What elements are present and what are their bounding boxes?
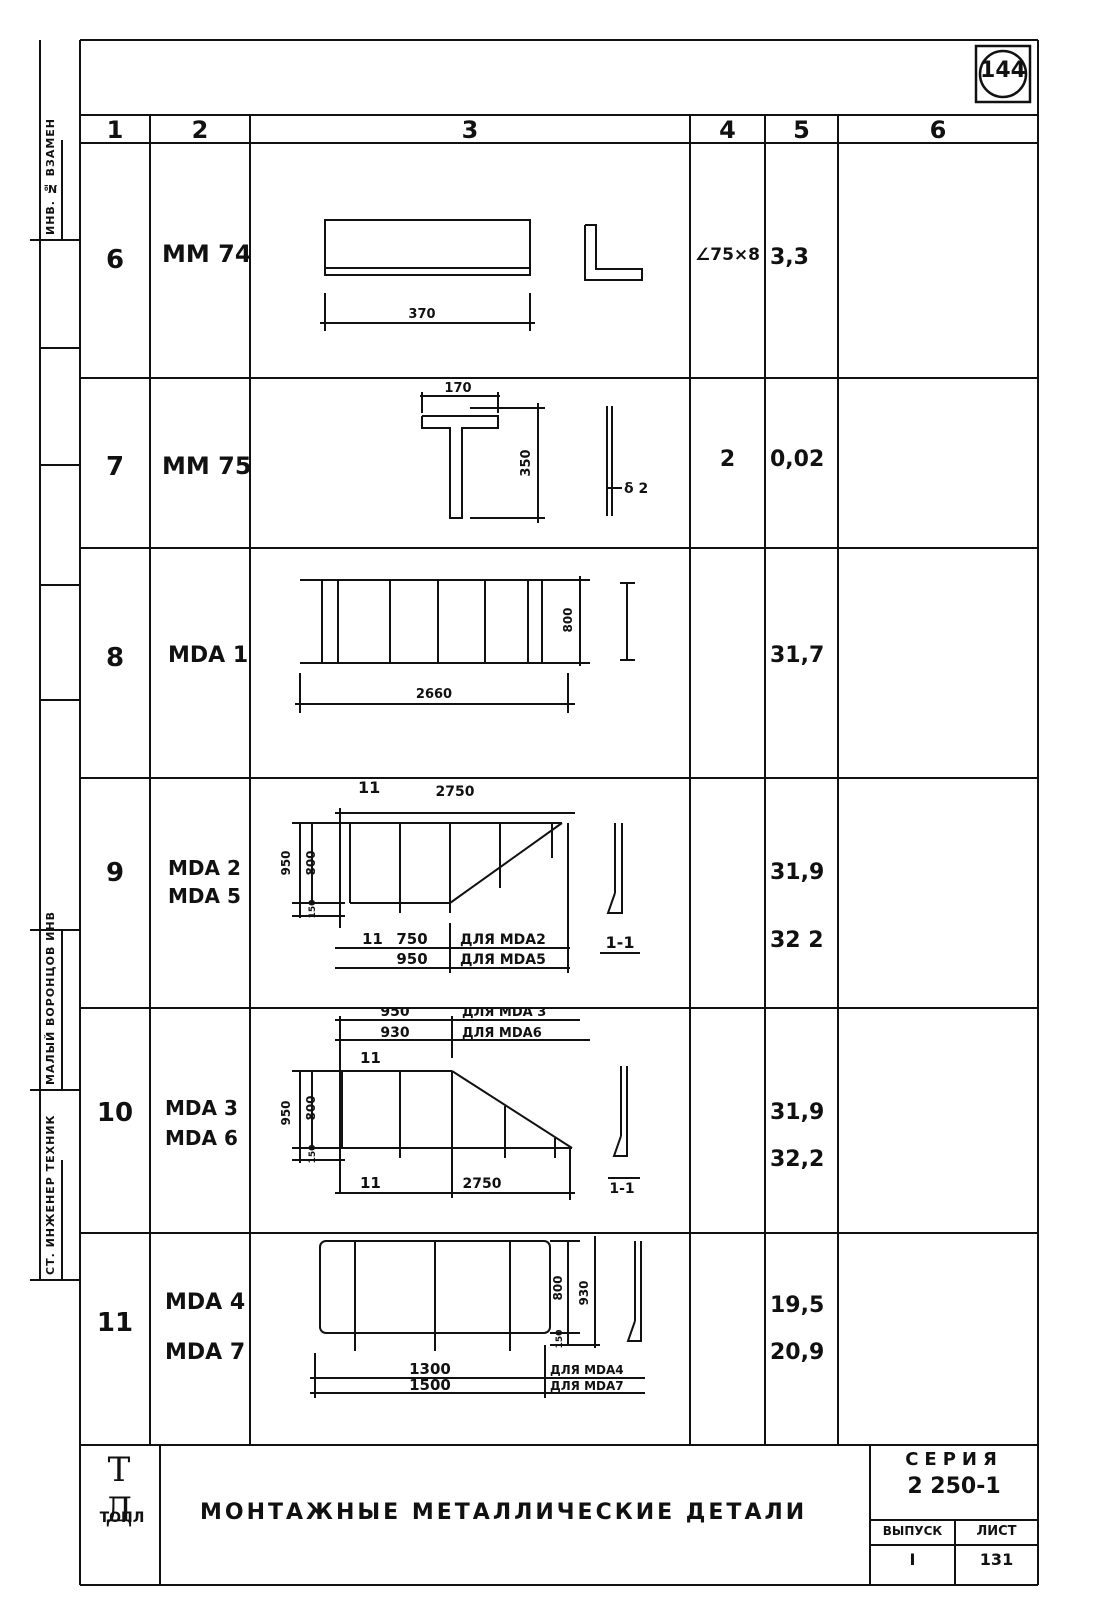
row-number: 9: [105, 858, 125, 888]
logo: Т Д: [105, 1450, 139, 1530]
logo-sub: ТОПЛ: [99, 1510, 145, 1526]
dim-h2: 800: [304, 1095, 318, 1120]
row-number: 7: [105, 452, 125, 482]
margin-label-top: ИНВ. № ВЗАМЕН: [44, 117, 57, 235]
part-drawing-mda4: 800 930 150 1300 ДЛЯ MDA4 1500 ДЛЯ MDA7: [310, 1236, 645, 1398]
profile-spec: ∠75×8: [695, 245, 760, 265]
top-mark: 11: [360, 1049, 381, 1067]
margin-label-mid: МАЛЫЙ ВОРОНЦОВ ИНВ: [44, 911, 57, 1085]
part-mark: MDA 4: [165, 1290, 246, 1315]
dim-bottom: 2750: [463, 1176, 502, 1192]
dim-h2: 930: [577, 1280, 591, 1305]
part-mark: MDA 6: [165, 1126, 238, 1150]
series-label: СЕРИЯ: [905, 1449, 1003, 1470]
part-drawing-mm75: 170 350 δ 2: [420, 381, 648, 523]
page-number: 144: [980, 58, 1026, 83]
dim-h2: 800: [304, 850, 318, 875]
col-header-5: 5: [793, 116, 810, 144]
part-drawing-mda1: 2660 800: [295, 576, 635, 713]
issue-label: ВЫПУСК: [882, 1524, 943, 1538]
sheet-label: ЛИСТ: [976, 1524, 1017, 1539]
row-number: 6: [105, 245, 125, 275]
weight-value: 31,9: [770, 860, 825, 885]
part-mark: MDA 1: [168, 643, 249, 668]
row-number: 11: [96, 1308, 134, 1338]
weight-value: 19,5: [770, 1293, 825, 1318]
dim-height: 350: [519, 449, 534, 476]
top-mark: 11: [358, 778, 380, 797]
dim-top: 2750: [436, 784, 475, 800]
thickness-label: δ 2: [624, 481, 648, 497]
sheet-title: МОНТАЖНЫЕ МЕТАЛЛИЧЕСКИЕ ДЕТАЛИ: [200, 1500, 808, 1525]
part-drawing-mda3: 950 ДЛЯ MDA 3 930 ДЛЯ MDA6 11 950 800 15…: [279, 1008, 640, 1200]
dim-a: 950: [380, 1008, 409, 1020]
row-number: 8: [105, 643, 125, 673]
part-mark: MDA 5: [168, 884, 241, 908]
label-a: ДЛЯ MDA2: [460, 932, 546, 948]
label-b: ДЛЯ MDA5: [460, 952, 546, 968]
part-mark: MDA 7: [165, 1340, 246, 1365]
dim-b: 1500: [409, 1376, 451, 1394]
dim-height: 800: [561, 607, 575, 632]
label-a: ДЛЯ MDA4: [550, 1363, 624, 1377]
dim-a: 1300: [409, 1360, 451, 1378]
sheet-value: 131: [979, 1550, 1014, 1569]
series-value: 2 250-1: [907, 1474, 1001, 1499]
part-mark: MM 74: [162, 240, 252, 268]
dim-b: 950: [396, 950, 427, 968]
col-header-3: 3: [461, 116, 479, 144]
row-number: 10: [96, 1098, 134, 1128]
mark-left: 11: [360, 1174, 381, 1192]
dim-h1: 950: [279, 850, 293, 875]
quantity-value: 2: [719, 447, 736, 472]
part-drawing-mm74: 370: [320, 219, 643, 331]
weight-value: 32 2: [770, 928, 824, 953]
col-header-2: 2: [191, 116, 209, 144]
col-header-6: 6: [929, 116, 947, 144]
dim-h3: 150: [555, 1330, 565, 1349]
label-b: ДЛЯ MDA6: [462, 1026, 542, 1041]
col-header-1: 1: [106, 116, 124, 144]
weight-value: 31,7: [770, 643, 825, 668]
part-mark: MDA 2: [168, 856, 241, 880]
col-header-4: 4: [719, 116, 736, 144]
section-label: 1-1: [606, 933, 635, 952]
section-label: 1-1: [609, 1181, 634, 1197]
mark-left: 11: [362, 930, 383, 948]
part-mark: MDA 3: [165, 1096, 238, 1120]
dim-h3: 150: [308, 1145, 318, 1164]
dim-h1: 800: [551, 1275, 565, 1300]
issue-value: I: [909, 1550, 916, 1569]
margin-label-bottom: СТ. ИНЖЕНЕР ТЕХНИК: [44, 1114, 57, 1276]
dim-length: 370: [408, 307, 435, 322]
weight-value: 3,3: [770, 245, 809, 270]
weight-value: 32,2: [770, 1147, 825, 1172]
dim-h1: 950: [279, 1100, 293, 1125]
dim-a: 750: [396, 930, 427, 948]
dim-b: 930: [380, 1025, 409, 1041]
dim-length: 2660: [416, 687, 452, 702]
weight-value: 0,02: [770, 447, 825, 472]
label-a: ДЛЯ MDA 3: [462, 1008, 546, 1020]
label-b: ДЛЯ MDA7: [550, 1379, 624, 1393]
dim-h3: 150: [308, 900, 318, 919]
weight-value: 31,9: [770, 1100, 825, 1125]
weight-value: 20,9: [770, 1340, 825, 1365]
part-mark: MM 75: [162, 452, 252, 480]
part-drawing-mda2: 11 2750 950 800 150 11 750 ДЛЯ MDA2 950 …: [279, 778, 640, 973]
dim-width: 170: [444, 381, 471, 396]
